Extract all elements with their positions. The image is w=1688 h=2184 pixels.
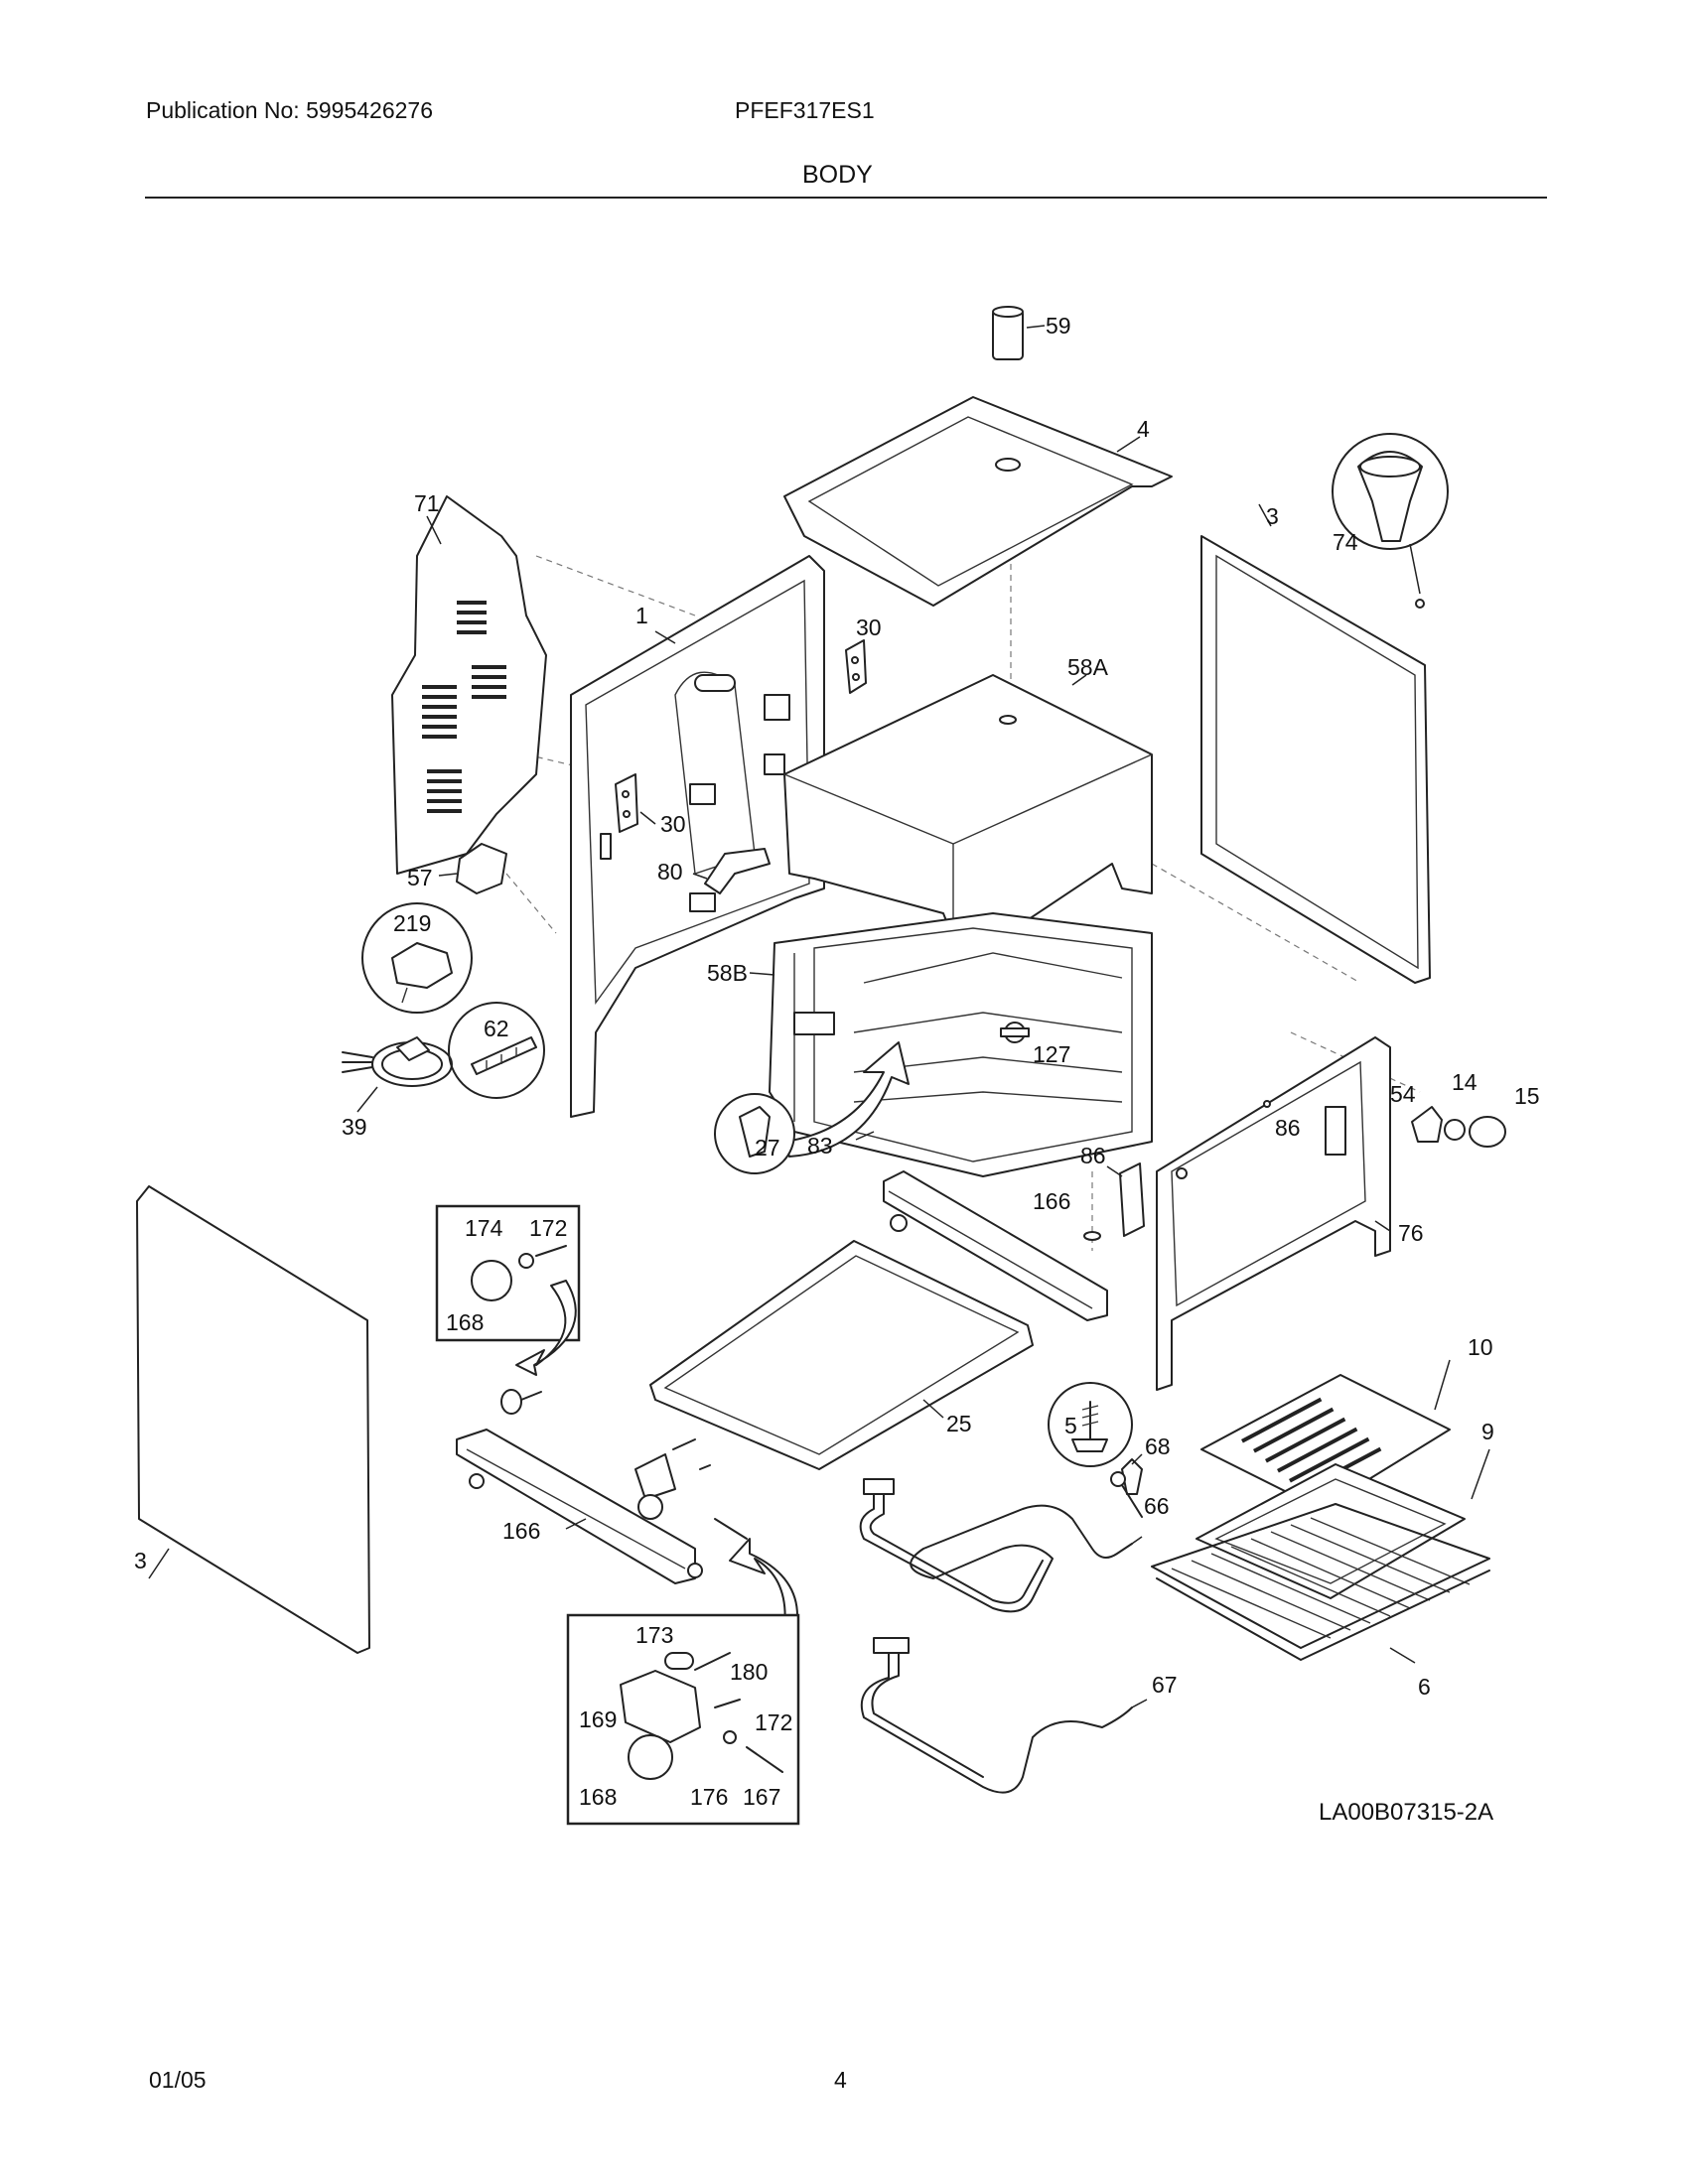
part-74-lamp-cover — [1332, 433, 1449, 609]
arrow-to-cavity — [783, 1041, 910, 1158]
section-title: BODY — [802, 161, 873, 189]
part-39-power-cord — [342, 1036, 453, 1113]
callout-57: 57 — [407, 865, 433, 890]
callout-166-upper: 166 — [1033, 1188, 1070, 1214]
callout-58B: 58B — [707, 960, 748, 986]
part-166-rail-upper — [883, 1170, 1108, 1321]
part-5-leveler — [1048, 1231, 1133, 1467]
part-3-side-panel-right — [1200, 503, 1431, 984]
footer-date: 01/05 — [149, 2067, 207, 2093]
part-76-front-frame — [1156, 1036, 1391, 1391]
part-10-broil-pan-insert — [1200, 1359, 1451, 1510]
callout-10: 10 — [1468, 1334, 1493, 1360]
detail-box-drawer-glide — [566, 1613, 800, 1826]
model-number: PFEF317ES1 — [735, 97, 875, 123]
callout-15: 15 — [1514, 1083, 1540, 1109]
part-219-component — [361, 902, 473, 1014]
callout-3-right: 3 — [1266, 503, 1279, 529]
part-1-back-panel — [570, 555, 825, 1118]
part-71-rear-cover — [391, 495, 547, 875]
callout-169: 169 — [579, 1706, 617, 1732]
callout-66: 66 — [1144, 1493, 1170, 1519]
callout-58A: 58A — [1067, 654, 1109, 680]
part-4-top-panel — [783, 396, 1173, 607]
callout-168-upper: 168 — [446, 1309, 484, 1335]
callout-176: 176 — [690, 1784, 728, 1810]
page-number: 4 — [834, 2067, 847, 2093]
detail-box-drawer-roller — [435, 1204, 581, 1376]
callout-1: 1 — [635, 603, 648, 628]
part-25-bottom-panel — [649, 1240, 1034, 1470]
part-80-bracket — [692, 848, 771, 894]
callout-173: 173 — [635, 1622, 673, 1648]
callout-67: 67 — [1152, 1672, 1178, 1698]
callout-59: 59 — [1046, 313, 1071, 339]
callout-219: 219 — [393, 910, 431, 936]
callout-30-upper: 30 — [856, 614, 882, 640]
callout-4: 4 — [1137, 416, 1150, 442]
part-86-hinge-receiver-left — [1106, 1162, 1145, 1237]
callout-76: 76 — [1398, 1220, 1424, 1246]
part-14-lamp-ring — [1444, 1119, 1466, 1141]
callout-30-lower: 30 — [660, 811, 686, 837]
callout-80: 80 — [657, 859, 683, 885]
part-57-access-plate — [438, 843, 507, 894]
callout-74: 74 — [1333, 529, 1358, 555]
part-54-lamp-socket — [1411, 1106, 1443, 1143]
part-6-oven-rack — [1151, 1503, 1490, 1664]
callout-83: 83 — [807, 1133, 833, 1159]
header-rule — [145, 197, 1547, 199]
callout-54: 54 — [1390, 1081, 1416, 1107]
callout-168-lower: 168 — [579, 1784, 617, 1810]
part-59-cylinder — [992, 306, 1046, 360]
part-66-broil-element — [859, 1458, 1143, 1613]
callout-3-left: 3 — [134, 1548, 147, 1573]
callout-6: 6 — [1418, 1674, 1431, 1700]
callout-25: 25 — [946, 1411, 972, 1436]
part-30-bracket-upper — [845, 639, 867, 694]
callout-127: 127 — [1033, 1041, 1070, 1067]
part-127-sensor — [1000, 1022, 1030, 1043]
callout-86-left: 86 — [1080, 1143, 1106, 1168]
part-166-rail-lower — [456, 1389, 748, 1584]
callout-174: 174 — [465, 1215, 503, 1241]
callout-27: 27 — [755, 1135, 780, 1160]
callout-180: 180 — [730, 1659, 768, 1685]
part-67-bake-element — [860, 1637, 1148, 1794]
callout-62: 62 — [484, 1016, 509, 1041]
drawing-number: LA00B07315-2A — [1319, 1799, 1494, 1826]
callout-68: 68 — [1145, 1433, 1171, 1459]
callout-labels: 59 4 71 74 3 1 30 58A 30 57 80 219 58B 6… — [134, 313, 1540, 1810]
callout-9: 9 — [1481, 1419, 1494, 1444]
part-62-terminal-block — [448, 1002, 545, 1099]
callout-167: 167 — [743, 1784, 780, 1810]
callout-86-frame: 86 — [1275, 1115, 1301, 1141]
part-15-lamp-bulb — [1469, 1116, 1506, 1148]
part-58A-top-insulation — [783, 674, 1153, 944]
callout-166-lower: 166 — [502, 1518, 540, 1544]
arrow-to-lower-rail — [729, 1538, 798, 1629]
callout-71: 71 — [414, 490, 440, 516]
callout-14: 14 — [1452, 1069, 1477, 1095]
callout-172-upper: 172 — [529, 1215, 567, 1241]
publication-number: Publication No: 5995426276 — [146, 97, 434, 123]
part-68-hook — [1110, 1453, 1143, 1518]
part-27-bracket — [714, 1093, 795, 1174]
callout-172-lower: 172 — [755, 1709, 792, 1735]
part-30-bracket-lower — [615, 773, 656, 833]
part-3-side-panel-left — [136, 1185, 370, 1654]
callout-39: 39 — [342, 1114, 367, 1140]
part-9-broil-pan — [1196, 1448, 1490, 1599]
callout-5: 5 — [1064, 1413, 1077, 1438]
